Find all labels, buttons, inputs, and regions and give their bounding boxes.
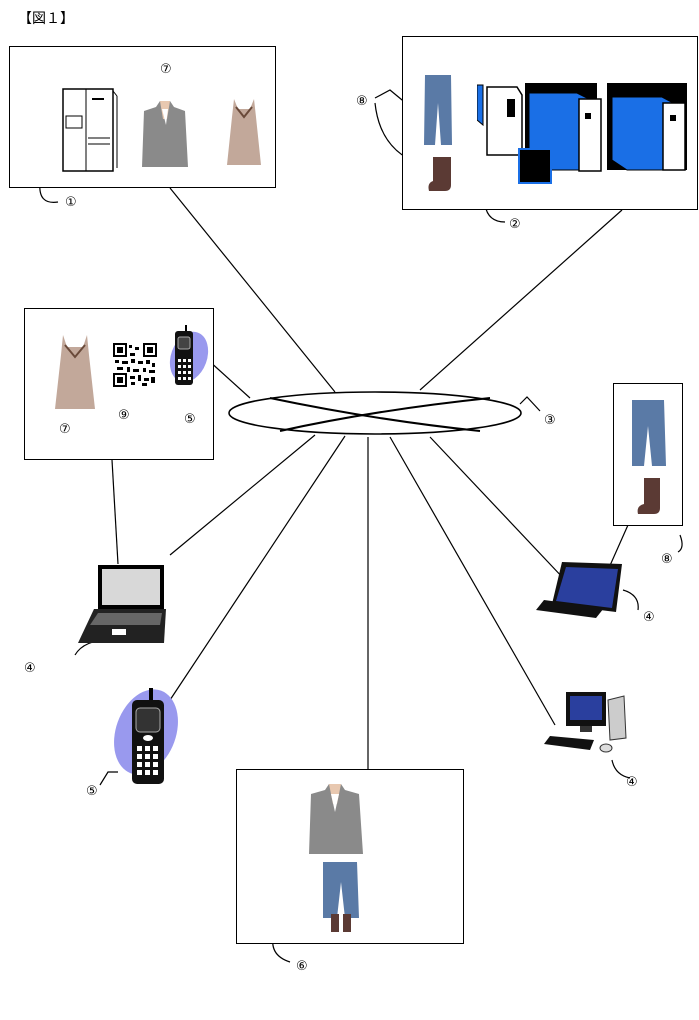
link-laptop-right [429,436,566,581]
server-rack-icon [477,83,687,184]
label-mobile-left: ⑤ [86,784,98,799]
desktop-pc-icon[interactable] [544,690,630,756]
laptop-icon[interactable] [76,563,168,645]
jeans-icon [323,862,359,918]
label-store: ① [65,195,77,210]
store-box [9,46,276,188]
user-clothes-box [613,383,683,526]
jacket-icon [142,101,188,167]
link-phone-left [169,435,346,701]
boot-icon [637,478,660,514]
server-box [402,36,698,210]
mobile-phone-icon[interactable] [102,688,186,786]
dress-icon [55,335,95,409]
jacket-icon [309,784,363,854]
link-laptop-left [169,434,316,556]
dress-icon [227,99,261,165]
refrigerator-icon [62,88,118,172]
label-laptop-right: ④ [643,610,655,625]
mobile-phone-icon [169,325,209,385]
qr-code-icon [113,343,157,387]
link-desktop [389,436,556,726]
laptop-icon[interactable] [534,560,624,620]
link-box-phone [207,359,251,399]
label-network: ③ [544,413,556,428]
label-desktop: ④ [626,775,638,790]
jeans-icon [424,75,452,145]
link-store [169,187,336,393]
label-user-clothes-right: ⑧ [661,552,673,567]
mobile-content-box [24,308,214,460]
boot-icon [428,157,451,191]
label-server: ② [509,217,521,232]
label-qr-code: ⑨ [118,408,130,423]
coordination-box [236,769,464,944]
jeans-icon [632,400,666,466]
link-box-laptop [111,459,119,565]
label-laptop-left: ④ [24,661,36,676]
label-box-dress: ⑦ [59,422,71,437]
boot-icon [331,914,351,932]
link-server [419,209,623,391]
label-coordination: ⑥ [296,959,308,974]
label-mobile-in-box: ⑤ [184,412,196,427]
network-ring-icon [228,391,522,435]
label-store-clothes: ⑦ [160,62,172,77]
label-user-clothes-server: ⑧ [356,94,368,109]
link-box-laptop-right [607,524,629,571]
figure-title: 【図１】 [18,11,74,27]
